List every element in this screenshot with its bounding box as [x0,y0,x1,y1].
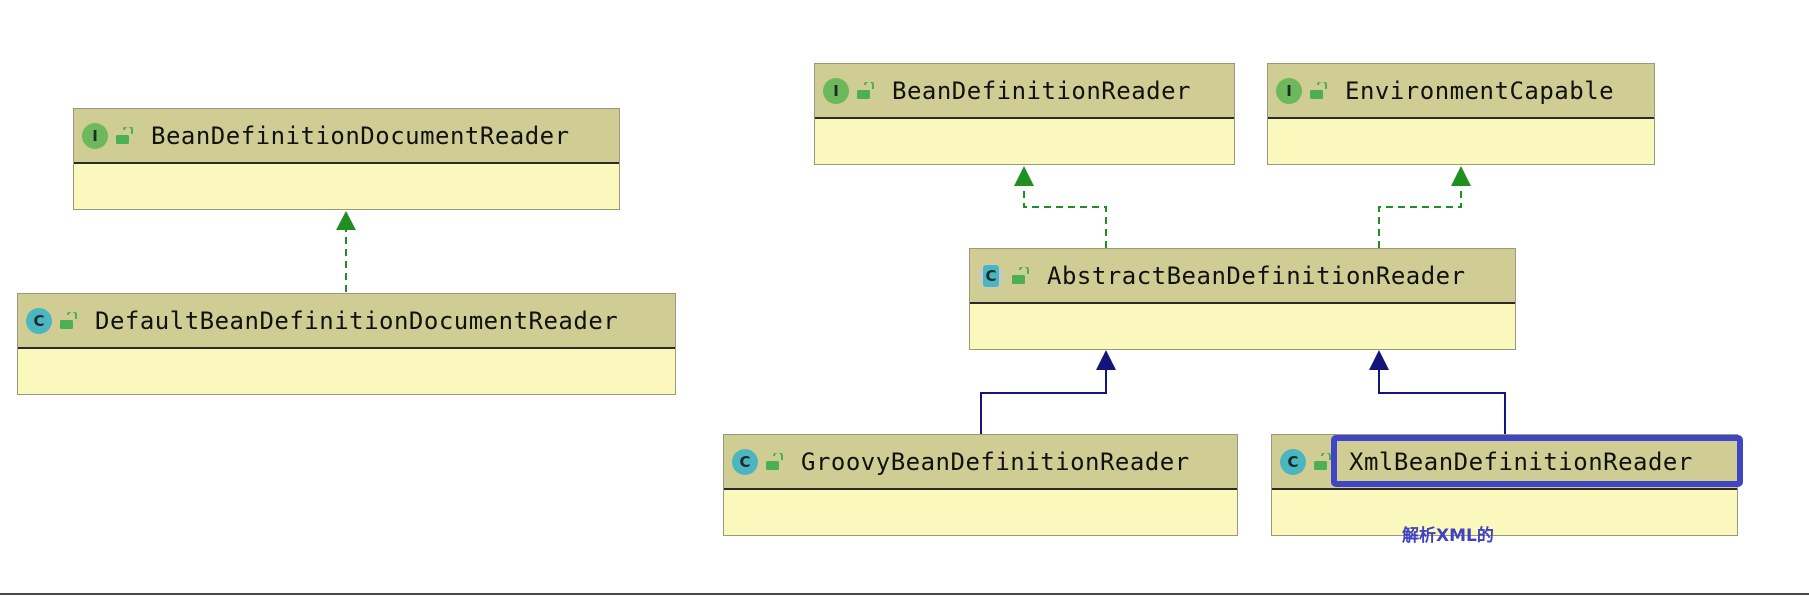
class-body [18,349,675,392]
class-name: BeanDefinitionReader [892,76,1191,105]
class-box-abstract-bean-definition-reader[interactable]: C AbstractBeanDefinitionReader [969,248,1516,350]
class-name: DefaultBeanDefinitionDocumentReader [95,306,619,335]
extends-edge-xbdr-abdr [1369,350,1506,434]
extends-edge-gbdr-abdr [980,350,1116,434]
class-header: C DefaultBeanDefinitionDocumentReader [18,294,675,349]
class-header: C GroovyBeanDefinitionReader [724,435,1237,490]
arrowhead-implements [1451,166,1471,186]
class-icon: C [732,448,758,475]
implements-edge-dbddr-bddr [336,211,356,292]
class-name: BeanDefinitionDocumentReader [151,121,570,150]
annotation-note: 解析XML的 [1402,526,1494,546]
interface-icon: I [82,122,108,149]
class-header: C XmlBeanDefinitionReader [1272,435,1737,490]
class-header: C AbstractBeanDefinitionReader [970,249,1515,304]
class-body [815,119,1234,162]
class-icon: C [26,307,52,334]
arrowhead-implements [1014,166,1034,186]
class-box-bean-definition-document-reader[interactable]: I BeanDefinitionDocumentReader [73,108,620,210]
class-body [74,164,619,207]
implements-edge-abdr-bdr [1014,166,1107,248]
interface-icon: I [823,77,849,104]
highlight-box [1331,435,1743,487]
unlock-icon [1314,452,1331,470]
unlock-icon [60,311,77,329]
class-box-bean-definition-reader[interactable]: I BeanDefinitionReader [814,63,1235,165]
class-body [970,304,1515,347]
arrowhead-implements [336,211,356,230]
class-box-environment-capable[interactable]: I EnvironmentCapable [1267,63,1655,165]
unlock-icon [1310,81,1327,99]
class-header: I EnvironmentCapable [1268,64,1654,119]
unlock-icon [116,126,133,144]
arrowhead-extends [1369,350,1389,370]
class-body [724,490,1237,533]
class-body [1272,490,1737,533]
class-box-groovy-bean-definition-reader[interactable]: C GroovyBeanDefinitionReader [723,434,1238,536]
unlock-icon [1012,266,1029,284]
class-header: I BeanDefinitionReader [815,64,1234,119]
class-name: XmlBeanDefinitionReader [1349,447,1693,476]
implements-edge-abdr-ec [1378,166,1471,248]
interface-icon: I [1276,77,1302,104]
class-name: AbstractBeanDefinitionReader [1047,261,1466,290]
bottom-border [0,593,1809,595]
class-header: I BeanDefinitionDocumentReader [74,109,619,164]
class-body [1268,119,1654,162]
class-box-default-bean-definition-document-reader[interactable]: C DefaultBeanDefinitionDocumentReader [17,293,676,395]
class-icon: C [1280,448,1306,475]
unlock-icon [857,81,874,99]
arrowhead-extends [1096,350,1116,370]
abstract-class-icon: C [978,262,1004,289]
unlock-icon [766,452,783,470]
class-name: GroovyBeanDefinitionReader [801,447,1190,476]
class-name: EnvironmentCapable [1345,76,1615,105]
